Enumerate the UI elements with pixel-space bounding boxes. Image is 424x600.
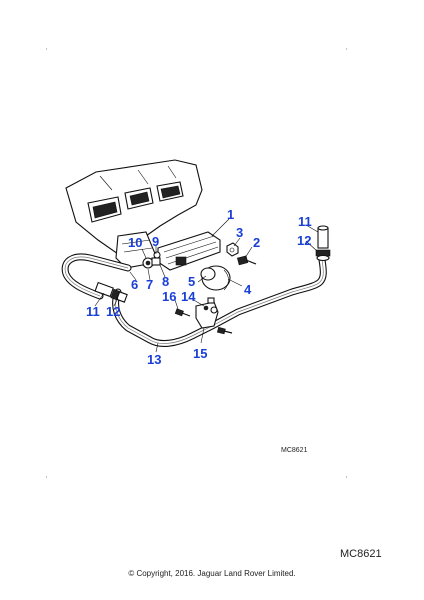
leader-lines xyxy=(94,218,319,353)
callout-1: 1 xyxy=(227,207,234,222)
left-hose-and-clip xyxy=(94,281,128,303)
branch-pipe xyxy=(61,253,132,300)
callout-11-lower: 11 xyxy=(86,304,100,319)
drawing-reference: MC8621 xyxy=(340,548,382,560)
callout-labels: 1 2 3 4 5 6 7 8 9 10 11 12 13 14 15 16 1… xyxy=(86,207,312,367)
air-pump xyxy=(157,231,221,271)
fittings-cluster xyxy=(142,251,161,269)
check-valve xyxy=(200,265,231,291)
callout-9: 9 xyxy=(152,234,159,249)
callout-7: 7 xyxy=(146,277,153,292)
callout-13: 13 xyxy=(147,352,161,367)
registration-marks xyxy=(46,48,347,478)
callout-12-lower: 12 xyxy=(106,304,120,319)
callout-14: 14 xyxy=(181,289,196,304)
callout-2: 2 xyxy=(253,235,260,250)
callout-5: 5 xyxy=(188,274,195,289)
nut-and-bolt xyxy=(226,242,257,266)
exhaust-manifold xyxy=(65,159,203,269)
copyright-notice: © Copyright, 2016. Jaguar Land Rover Lim… xyxy=(128,569,296,578)
callout-10: 10 xyxy=(128,235,142,250)
right-hose-and-clip xyxy=(315,225,331,262)
callout-12-upper: 12 xyxy=(297,233,311,248)
drawing-reference-small: MC8621 xyxy=(281,447,308,454)
callout-16: 16 xyxy=(162,289,176,304)
callout-15: 15 xyxy=(193,346,207,361)
callout-11-upper: 11 xyxy=(298,214,312,229)
pipe-bracket xyxy=(174,297,233,335)
callout-3: 3 xyxy=(236,225,243,240)
callout-8: 8 xyxy=(162,274,169,289)
callout-6: 6 xyxy=(131,277,138,292)
callout-4: 4 xyxy=(244,282,252,297)
